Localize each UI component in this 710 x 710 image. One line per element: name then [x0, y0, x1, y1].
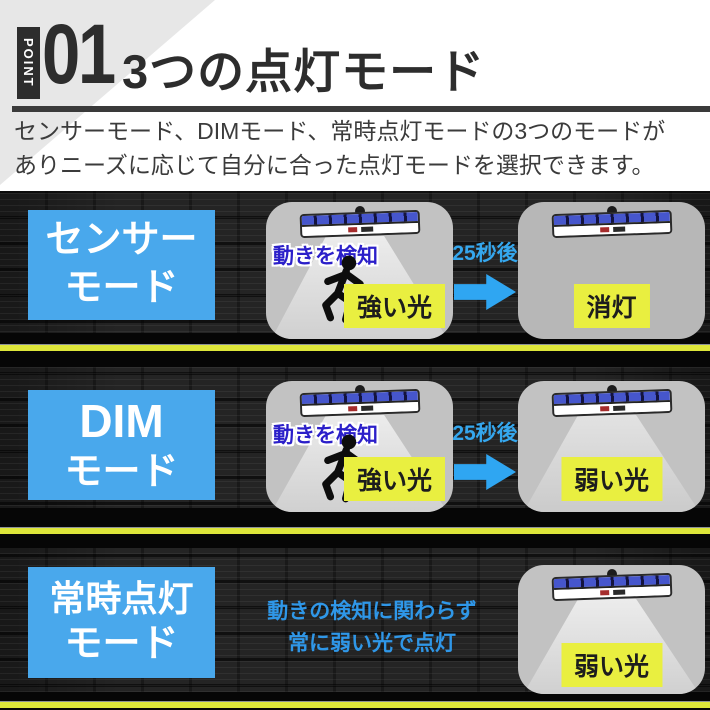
weak-light-label: 弱い光 — [560, 457, 663, 501]
yellow-divider-line — [0, 527, 710, 534]
right-arrow-icon — [454, 454, 516, 490]
mode-box-sensor: センサー モード — [28, 210, 215, 320]
weak-light-label: 弱い光 — [560, 643, 663, 687]
point-badge: POINT — [17, 27, 40, 99]
dim-before-panel: 動きを検知 強い光 — [266, 381, 453, 512]
mode-box-sensor-line2: モード — [64, 267, 179, 309]
timer-label: 25秒後 — [452, 422, 518, 445]
lamp-sensor-icon — [612, 405, 625, 411]
lamp-indicator-icon — [599, 590, 609, 596]
right-arrow-icon — [454, 274, 516, 310]
point-number: 01 — [42, 7, 116, 101]
point-badge-label: POINT — [21, 38, 36, 88]
sensor-after-panel: 消灯 — [518, 202, 705, 339]
always-on-info-line2: 常に弱い光で点灯 — [288, 632, 456, 655]
mode-box-sensor-line1: センサー — [45, 219, 198, 262]
always-on-panel: 弱い光 — [518, 565, 705, 694]
always-on-info-line1: 動きの検知に関わらず — [267, 600, 477, 623]
lamp-sensor-icon — [612, 589, 625, 595]
solar-lamp-icon — [551, 388, 672, 418]
header-divider-bar — [12, 106, 710, 112]
solar-lamp-icon — [551, 572, 672, 602]
strong-light-label: 強い光 — [343, 457, 445, 501]
lamp-sensor-icon — [360, 226, 373, 232]
solar-lamp-icon — [551, 209, 672, 239]
light-off-label: 消灯 — [573, 284, 650, 328]
lamp-indicator-icon — [599, 406, 609, 412]
timer-label: 25秒後 — [452, 242, 518, 265]
sensor-before-panel: 動きを検知 強い光 — [266, 202, 453, 339]
lamp-indicator-icon — [347, 227, 357, 233]
dim-after-panel: 弱い光 — [518, 381, 705, 512]
solar-lamp-icon — [299, 209, 420, 239]
yellow-divider-line — [0, 344, 710, 351]
description-line-2: ありニーズに応じて自分に合った点灯モードを選択できます。 — [14, 152, 655, 178]
transition-zone: 25秒後 — [450, 417, 520, 490]
strong-light-label: 強い光 — [343, 284, 445, 328]
solar-lamp-icon — [299, 388, 420, 418]
description-line-1: センサーモード、DIMモード、常時点灯モードの3つのモードが — [14, 118, 666, 144]
lamp-indicator-icon — [599, 227, 609, 233]
page-title: 3つの点灯モード — [122, 45, 486, 98]
always-on-info-text: 動きの検知に関わらず 常に弱い光で点灯 — [236, 596, 508, 659]
mode-box-always-on-line1: 常時点灯 — [49, 577, 194, 619]
mode-box-dim-line2: モード — [64, 451, 179, 494]
yellow-divider-line — [0, 701, 710, 708]
mode-box-always-on: 常時点灯 モード — [28, 567, 215, 678]
mode-box-dim-line1: DIM — [79, 394, 164, 447]
lamp-sensor-icon — [360, 405, 373, 411]
description: センサーモード、DIMモード、常時点灯モードの3つのモードが ありニーズに応じて… — [14, 114, 665, 182]
lamp-indicator-icon — [347, 406, 357, 412]
lamp-sensor-icon — [612, 226, 625, 232]
transition-zone: 25秒後 — [450, 237, 520, 310]
mode-box-always-on-line2: モード — [64, 623, 179, 666]
mode-box-dim: DIM モード — [28, 390, 215, 500]
